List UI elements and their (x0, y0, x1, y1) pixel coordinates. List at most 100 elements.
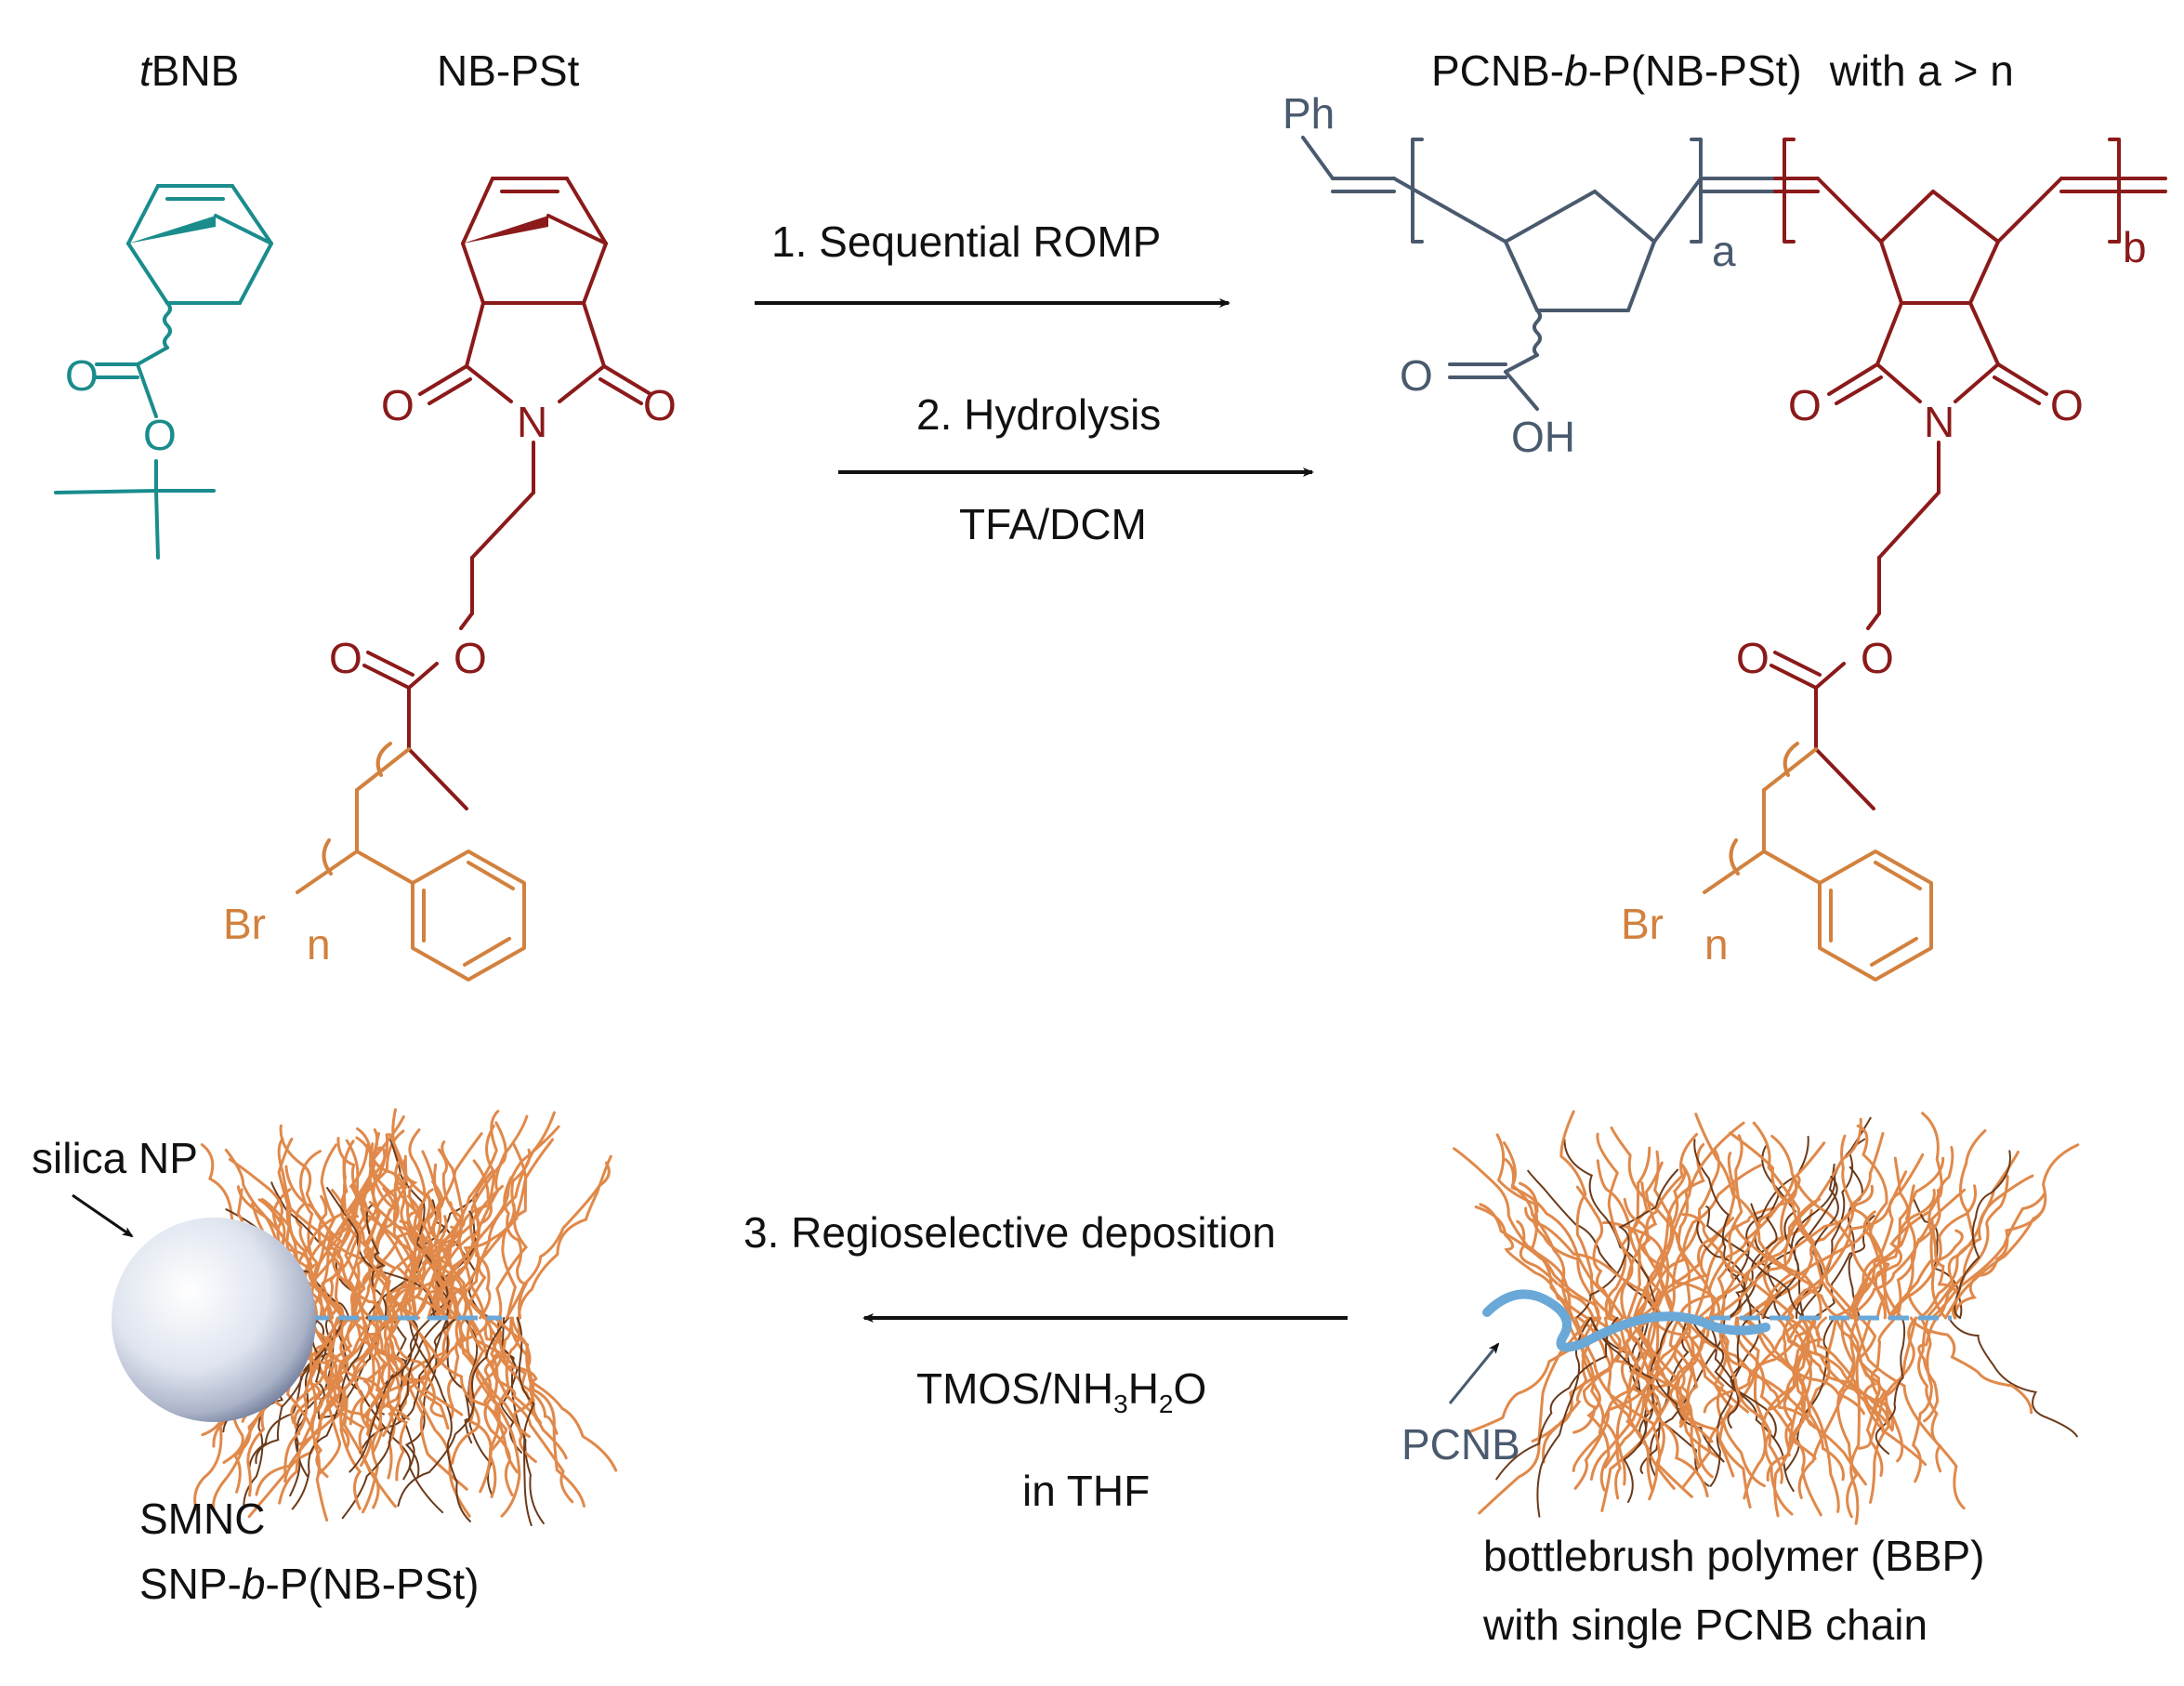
side-chain (454, 1316, 508, 1451)
side-chain (484, 1316, 559, 1435)
side-chain (1519, 1181, 1617, 1320)
side-chain (392, 1161, 417, 1320)
side-chain (247, 1316, 343, 1519)
side-chain (1610, 1126, 1716, 1320)
smnc-label: SMNC (139, 1495, 265, 1543)
bbp-label-line2: with single PCNB chain (1482, 1600, 1927, 1649)
side-chain (1801, 1316, 1893, 1430)
step3-conditions: TMOS/NH3H2O (916, 1364, 1206, 1418)
side-chain (1812, 1215, 1875, 1319)
nbpst-carbonyl-o: O (329, 634, 362, 682)
side-chain (349, 1317, 432, 1473)
side-chain (1875, 1317, 1906, 1455)
side-chain (1674, 1316, 1766, 1488)
product-subscript-a: a (1712, 227, 1736, 275)
side-chain (1736, 1316, 1794, 1516)
side-chain (1632, 1164, 1762, 1320)
side-chain (1707, 1210, 1852, 1320)
side-chain (400, 1128, 427, 1320)
step1-label: 1. Sequential ROMP (771, 217, 1161, 266)
side-chain (383, 1316, 409, 1482)
side-chain (1589, 1316, 1693, 1481)
product-acid-oh: OH (1511, 413, 1575, 461)
product-label: PCNB-b-P(NB-PSt)with a > n (1431, 46, 2014, 95)
side-chain (518, 1154, 612, 1320)
product-subscript-b: b (2123, 223, 2147, 271)
product-n: N (1924, 398, 1954, 446)
silica-np-sphere (112, 1218, 316, 1422)
side-chain (1744, 1316, 1867, 1486)
side-chain (1909, 1316, 2033, 1415)
side-chain (1836, 1316, 1859, 1519)
side-chain (1829, 1188, 1936, 1320)
step2-label: 2. Hydrolysis (916, 390, 1161, 439)
side-chain (278, 1316, 368, 1505)
side-chain (386, 1316, 446, 1418)
nbpst-molecule (362, 177, 652, 810)
product-br: Br (1621, 900, 1664, 948)
side-chain (1853, 1316, 1966, 1510)
side-chain (457, 1316, 537, 1464)
side-chain (1573, 1316, 1693, 1498)
side-chain (255, 1317, 346, 1465)
side-chain (1761, 1145, 1805, 1319)
side-chain (1623, 1317, 1676, 1503)
side-chain (352, 1188, 434, 1320)
side-chain (461, 1148, 532, 1320)
side-chain (1634, 1217, 1735, 1320)
side-chain (320, 1146, 387, 1320)
side-chain (359, 1317, 457, 1454)
product-carbonyl-o: O (1736, 634, 1770, 682)
nbpst-pst-chain (296, 742, 526, 981)
snp-label: SNP-b-P(NB-PSt) (139, 1560, 480, 1608)
side-chain (427, 1203, 516, 1320)
side-chain (321, 1139, 360, 1320)
side-chain (490, 1316, 521, 1518)
side-chain (1678, 1316, 1710, 1428)
side-chain (1762, 1176, 1838, 1319)
side-chain (1948, 1317, 2078, 1438)
side-chain (1708, 1197, 1822, 1320)
side-chain (1911, 1316, 1933, 1483)
side-chain (1504, 1158, 1625, 1320)
side-chain (493, 1316, 618, 1472)
nbpst-imide-o-right: O (643, 381, 677, 429)
side-chain (1783, 1316, 1806, 1452)
side-chain (1563, 1139, 1661, 1319)
product-ph: Ph (1283, 89, 1335, 138)
side-chain (505, 1161, 611, 1320)
side-chain (1609, 1132, 1699, 1320)
side-chain (1954, 1150, 2011, 1319)
side-chain (1888, 1229, 1964, 1320)
side-chain (1572, 1316, 1697, 1472)
side-chain (1603, 1316, 1671, 1469)
side-chain (1705, 1316, 1816, 1429)
side-chain (336, 1137, 441, 1320)
step3-label: 3. Regioselective deposition (743, 1208, 1276, 1257)
step3-solvent: in THF (1022, 1467, 1150, 1515)
product-imide-o-right: O (2050, 381, 2084, 429)
side-chain (1718, 1316, 1783, 1484)
product-nbpst-block (1770, 138, 2167, 810)
side-chain (1743, 1316, 1815, 1500)
side-chain (343, 1316, 450, 1430)
side-chain (1577, 1316, 1676, 1490)
side-chain (361, 1316, 383, 1514)
side-chain (1516, 1219, 1595, 1320)
side-chain (1717, 1134, 1743, 1320)
pcnb-free-chain (1482, 1289, 1770, 1352)
side-chain (1917, 1316, 1942, 1473)
silica-np-pointer (72, 1193, 134, 1238)
side-chain (1495, 1133, 1572, 1320)
side-chain (290, 1316, 357, 1425)
side-chain (350, 1186, 449, 1320)
side-chain (255, 1316, 379, 1496)
pcnb-label: PCNB (1401, 1420, 1520, 1469)
nbpst-n: N (517, 398, 547, 446)
side-chain (509, 1316, 585, 1508)
side-chain (1734, 1224, 1844, 1320)
tbnb-label: tBNB (139, 46, 239, 95)
side-chain (1677, 1164, 1691, 1320)
side-chain (365, 1205, 388, 1319)
